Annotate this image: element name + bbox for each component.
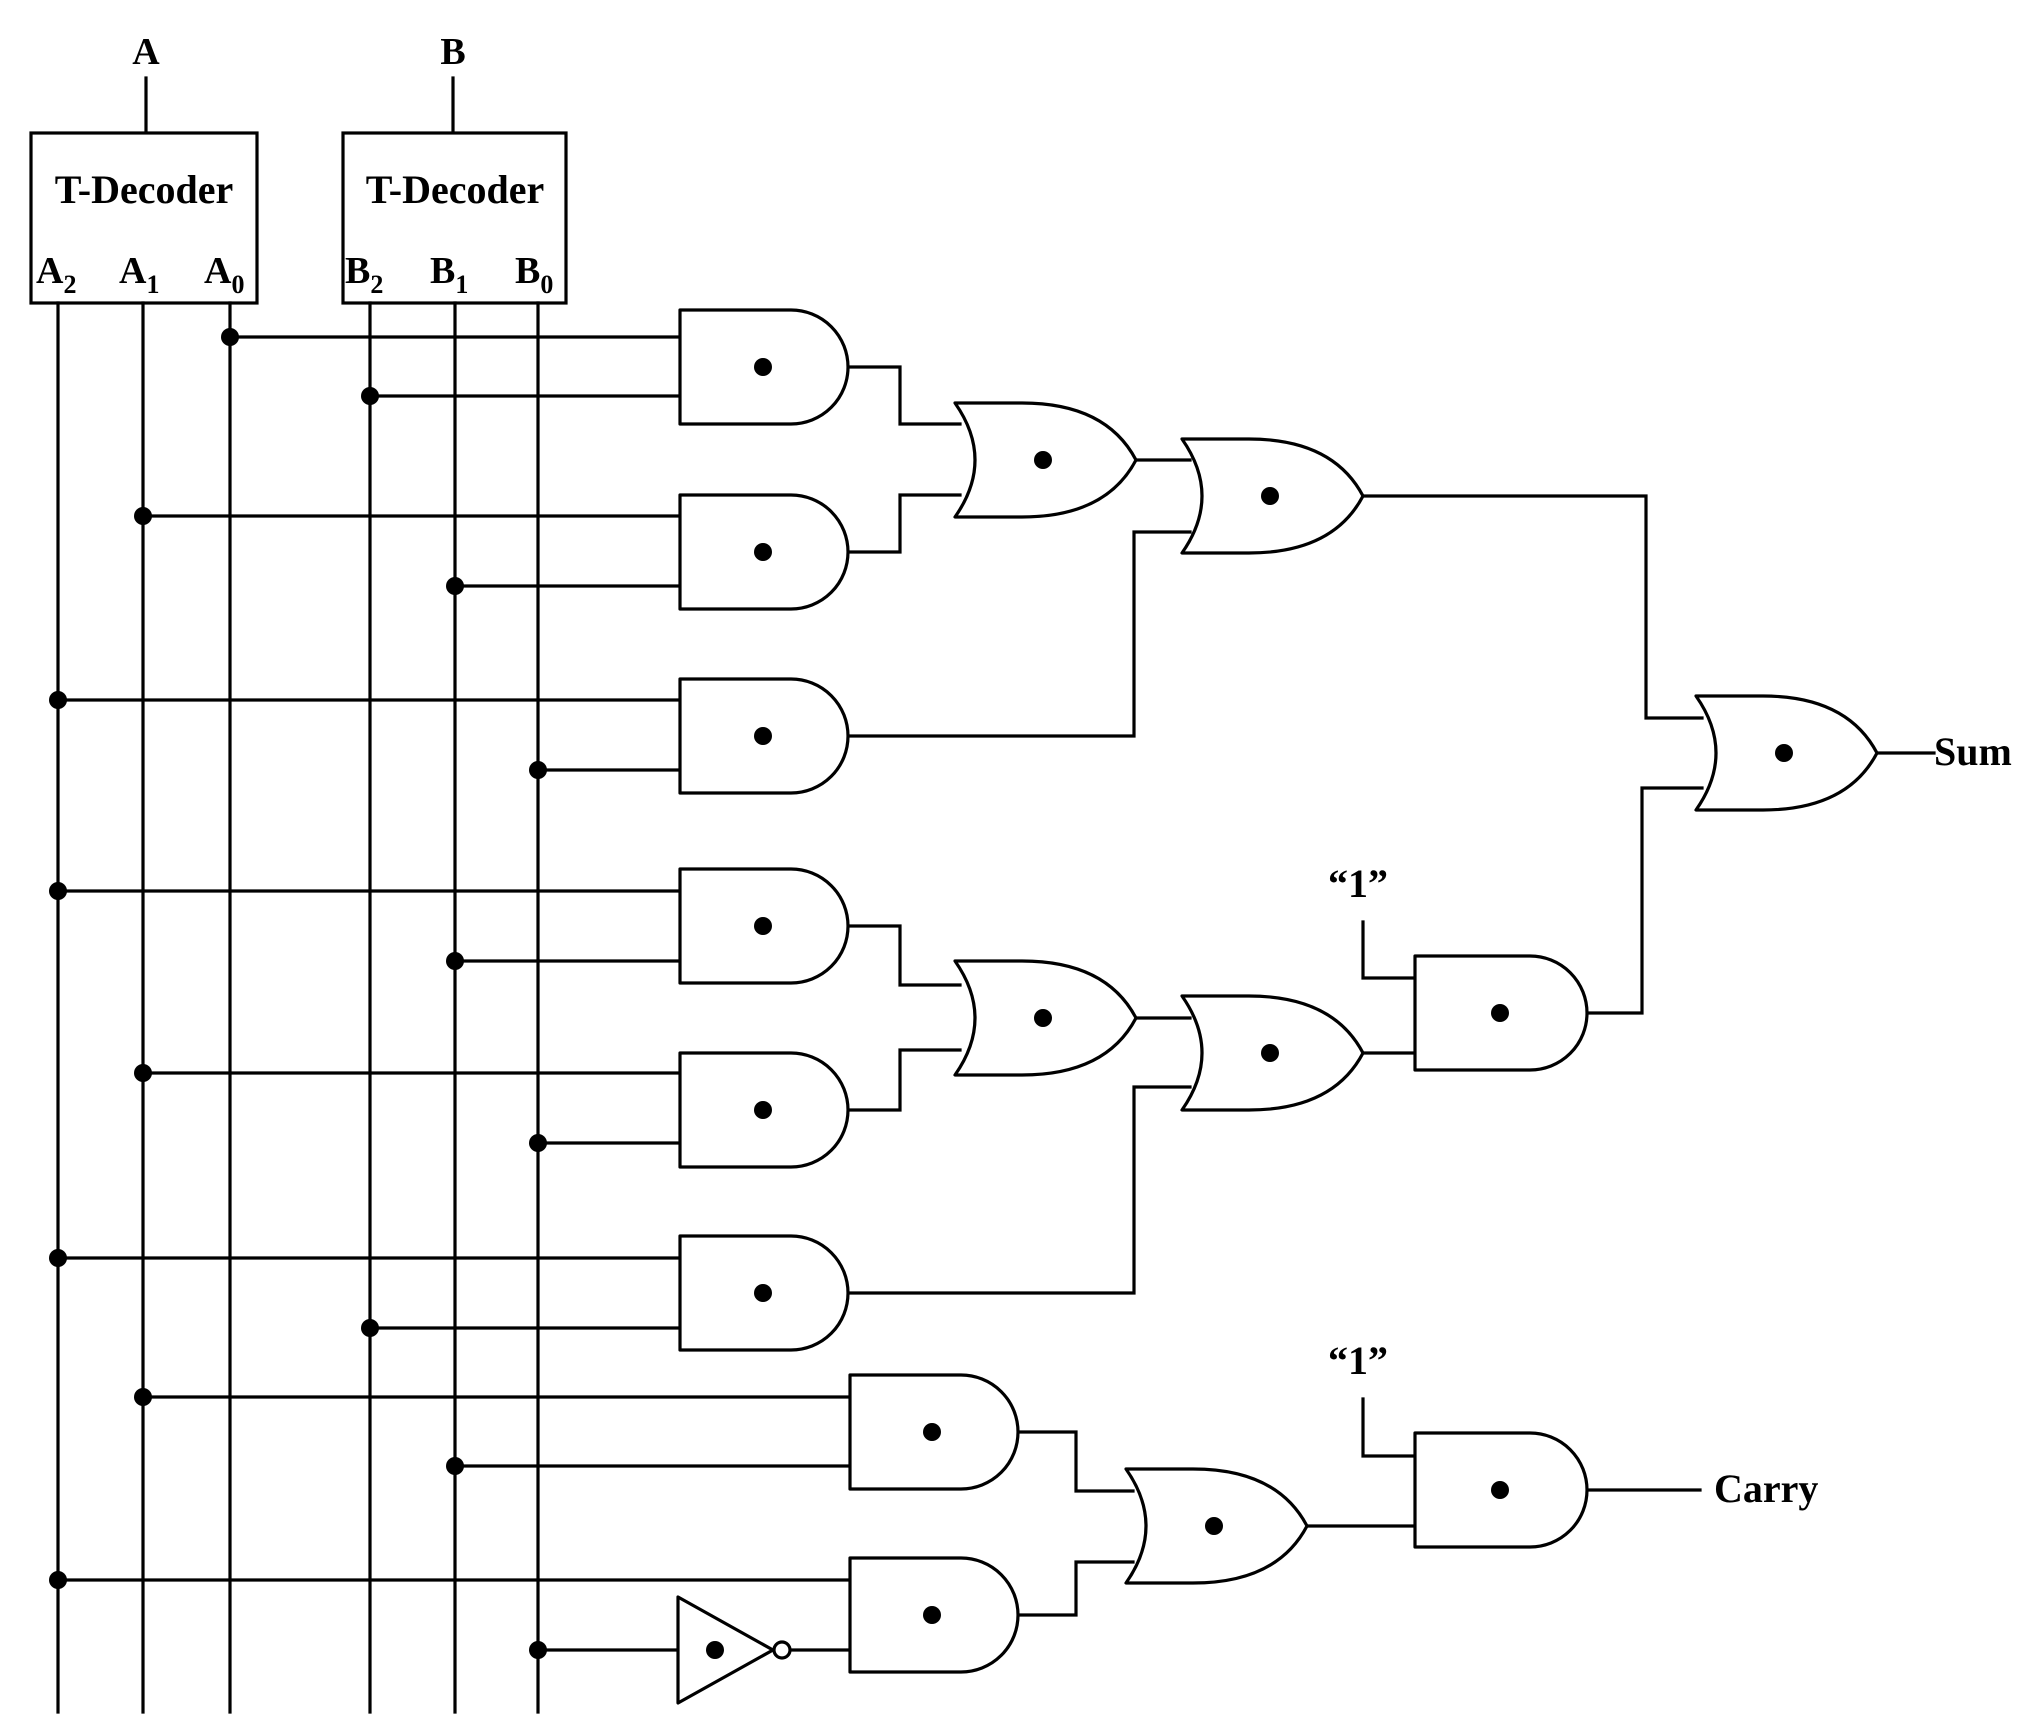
and-gate-2 xyxy=(678,493,850,611)
sum-output-label: Sum xyxy=(1934,729,2012,774)
signal-buses xyxy=(56,301,540,1714)
and-gate-4 xyxy=(678,867,850,985)
and-gate-1 xyxy=(678,308,850,426)
or-gate-4 xyxy=(1180,994,1365,1112)
and-gate-3 xyxy=(678,677,850,795)
input-a-label: A xyxy=(132,31,160,73)
or-gate-1 xyxy=(953,401,1138,519)
decoder-b: T-Decoder B2 B1 B0 xyxy=(341,131,568,305)
junction-dots xyxy=(49,328,547,1659)
and-gate-carry-enable xyxy=(1413,1431,1589,1549)
and-gate-5 xyxy=(678,1051,850,1169)
and-gate-sum-enable xyxy=(1413,954,1589,1072)
carry-output-label: Carry xyxy=(1714,1466,1818,1511)
decoder-a-output-a2: A2 xyxy=(36,250,76,299)
decoder-a-label: T-Decoder xyxy=(55,167,233,212)
input-b-label: B xyxy=(440,31,465,73)
constant-one-sum: “1” xyxy=(1328,861,1388,906)
and-gate-7 xyxy=(848,1373,1020,1491)
input-taps xyxy=(56,335,852,1652)
decoder-b-output-b0: B0 xyxy=(515,250,553,299)
not-gate xyxy=(676,1595,792,1705)
or-gate-3 xyxy=(953,959,1138,1077)
and-gate-6 xyxy=(678,1234,850,1352)
or-gate-carry xyxy=(1124,1467,1309,1585)
or-gate-sum xyxy=(1694,694,1879,812)
decoder-a: T-Decoder A2 A1 A0 xyxy=(29,131,259,305)
and-gate-8 xyxy=(848,1556,1020,1674)
decoder-b-output-b2: B2 xyxy=(345,250,383,299)
or-gate-2 xyxy=(1180,437,1365,555)
internal-wires xyxy=(846,365,1936,1617)
decoder-b-output-b1: B1 xyxy=(430,250,468,299)
decoder-a-output-a0: A0 xyxy=(204,250,244,299)
decoder-b-label: T-Decoder xyxy=(366,167,544,212)
constant-one-carry: “1” xyxy=(1328,1338,1388,1383)
decoder-a-output-a1: A1 xyxy=(119,250,159,299)
